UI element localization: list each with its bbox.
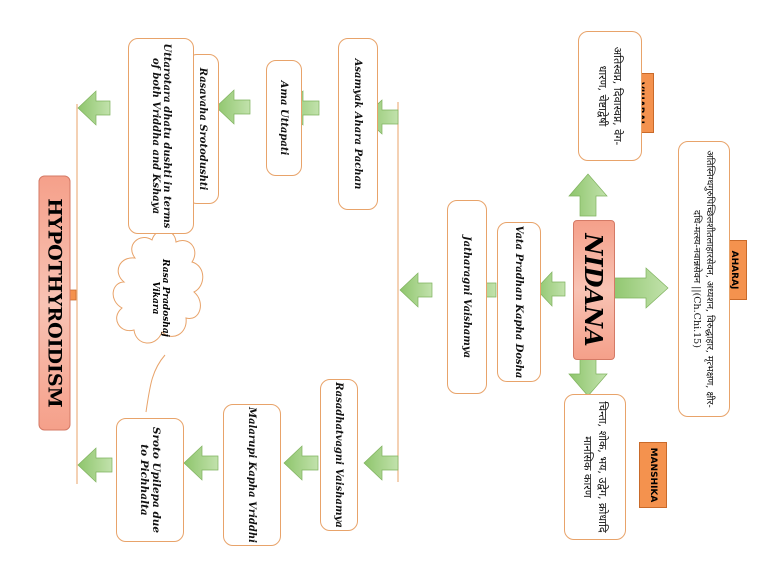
viharaj-text: अतिस्वप्न, दिवास्वप्न, वेग-धारण, चेष्टाद… xyxy=(596,46,624,146)
nidana-box: NIDANA xyxy=(573,220,615,360)
hypothyroidism-box: HYPOTHYROIDISM xyxy=(38,175,71,431)
arrow-nidana-to-dosha xyxy=(535,271,566,307)
viharaj-text-box: अतिस्वप्न, दिवास्वप्न, वेग-धारण, चेष्टाद… xyxy=(578,31,642,161)
upper-label-2: Ama Uttapati xyxy=(278,80,290,156)
lower-box-3: Sroto Upilepa due to Pichhalta xyxy=(116,418,184,542)
lower-label-3: Sroto Upilepa due to Pichhalta xyxy=(138,426,162,534)
cloud-label: Rasa Pradoshaj Vikara xyxy=(150,259,170,337)
upper-label-1: Asamyak Ahara Pachan xyxy=(352,58,364,190)
arrow-lower-2 xyxy=(283,445,319,481)
upper-label-4: Uttarotara dhatu dushti in terms of both… xyxy=(150,43,172,229)
arrow-nidana-to-manshika xyxy=(568,355,608,397)
upper-box-4: Uttarotara dhatu dushti in terms of both… xyxy=(128,38,194,234)
lower-box-2: Malarupi Kapha Vriddhi xyxy=(223,404,281,546)
dosha-box: Vata Pradhan Kapha Dosha xyxy=(497,222,541,382)
arrow-agni-to-line xyxy=(399,272,433,308)
upper-label-3: Rasavaha Srotodushti xyxy=(197,67,209,191)
upper-box-2: Ama Uttapati xyxy=(266,60,302,176)
agni-label: Jatharagni Vaishamya xyxy=(461,235,473,359)
arrow-lower-1 xyxy=(363,445,399,481)
lower-box-1: Rasadhatvagni Vaishamya xyxy=(320,379,358,531)
cloud-text-box: Rasa Pradoshaj Vikara xyxy=(140,258,180,338)
manshika-label: MANSHIKA xyxy=(648,447,658,503)
agni-box: Jatharagni Vaishamya xyxy=(447,200,487,394)
aharaj-label: AHARAJ xyxy=(729,250,739,290)
aharaj-text: अतिस्निग्धगुरुपिच्छिलशीतलाहारसेवन, अध्यश… xyxy=(691,150,715,408)
arrow-lower-3 xyxy=(183,445,219,481)
connector-from-cloud xyxy=(145,354,166,413)
arrow-upper-3 xyxy=(215,89,251,125)
upper-box-1: Asamyak Ahara Pachan xyxy=(338,38,378,210)
manshika-text-box: चिन्ता, शोक, भय, उद्वेग, क्रोधादि मानसिक… xyxy=(564,394,626,540)
lower-label-2: Malarupi Kapha Vriddhi xyxy=(246,407,258,543)
dosha-label: Vata Pradhan Kapha Dosha xyxy=(513,225,525,379)
arrow-nidana-to-aharaj xyxy=(609,267,669,309)
manshika-tag: MANSHIKA xyxy=(639,442,667,508)
arrow-lower-4 xyxy=(77,447,113,483)
arrow-nidana-to-viharaj xyxy=(568,173,608,217)
hypothyroidism-label: HYPOTHYROIDISM xyxy=(43,198,66,408)
arrow-upper-4 xyxy=(77,90,111,126)
manshika-text: चिन्ता, शोक, भय, उद्वेग, क्रोधादि मानसिक… xyxy=(581,401,609,533)
nidana-label: NIDANA xyxy=(579,233,609,347)
lower-label-1: Rasadhatvagni Vaishamya xyxy=(333,382,345,528)
aharaj-text-box: अतिस्निग्धगुरुपिच्छिलशीतलाहारसेवन, अध्यश… xyxy=(678,141,730,417)
